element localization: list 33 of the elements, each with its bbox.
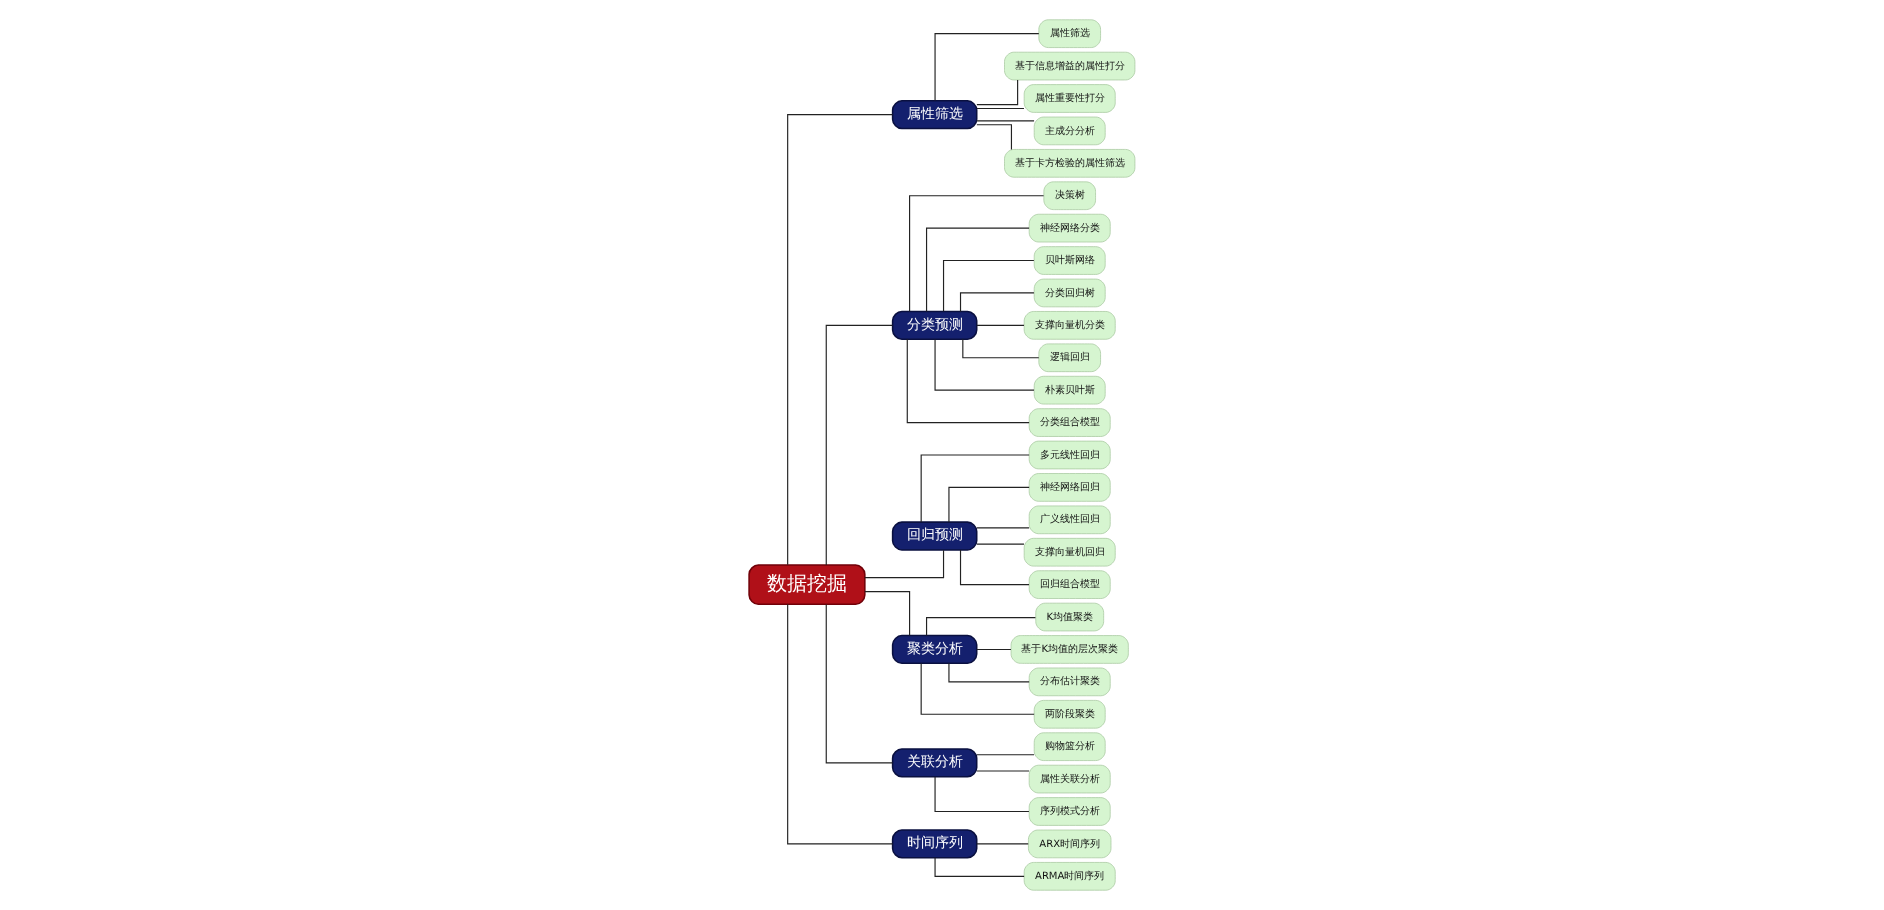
connector — [959, 292, 1035, 312]
connector — [976, 843, 1029, 845]
connector — [906, 338, 1030, 424]
connector — [976, 527, 1030, 529]
connector — [976, 543, 1025, 545]
connector — [787, 603, 894, 845]
connector — [909, 195, 1045, 312]
connector — [976, 754, 1035, 756]
connector — [959, 549, 1030, 586]
connector — [976, 107, 1025, 110]
connector — [864, 591, 911, 637]
connector — [976, 770, 1030, 772]
connector — [948, 486, 1030, 523]
connector — [962, 338, 1040, 359]
connector — [864, 549, 945, 579]
connector — [942, 259, 1035, 312]
connector — [948, 662, 1030, 683]
connector — [976, 120, 1035, 122]
connector — [825, 603, 894, 764]
connector — [976, 324, 1025, 326]
connector — [787, 114, 894, 566]
connector — [920, 454, 1030, 523]
connector — [926, 617, 1036, 636]
connector — [934, 338, 1035, 391]
connector — [976, 124, 1013, 150]
connector — [926, 227, 1030, 312]
connector — [934, 776, 1030, 813]
connector — [934, 33, 1040, 102]
node-box: 数据挖掘 — [748, 564, 866, 606]
connector — [825, 324, 894, 566]
connector — [920, 662, 1035, 715]
connector — [976, 648, 1012, 651]
connector — [976, 79, 1019, 106]
